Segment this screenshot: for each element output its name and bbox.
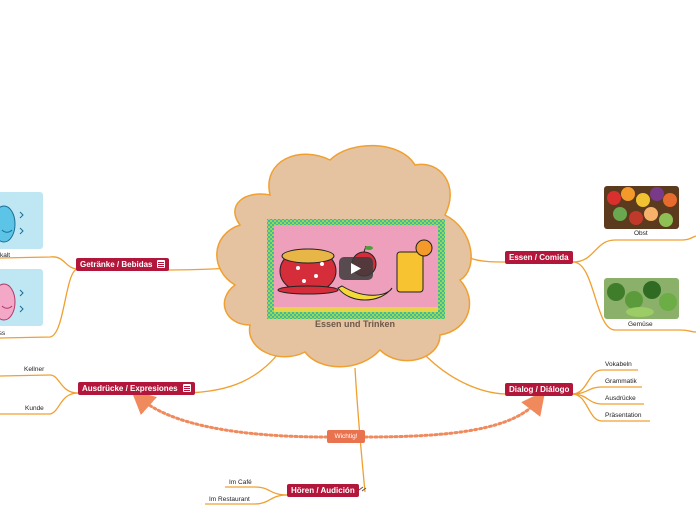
connector-essen bbox=[469, 257, 506, 263]
subtopic-im-restaurant[interactable]: Im Restaurant bbox=[209, 496, 250, 503]
notes-icon[interactable] bbox=[182, 384, 191, 392]
subtopic-vokabeln[interactable]: Vokabeln bbox=[605, 361, 632, 368]
topic-getraenke-label: Getränke / Bebidas bbox=[80, 260, 153, 269]
subtopic-im-cafe[interactable]: Im Café bbox=[229, 479, 252, 486]
branch-connectors bbox=[0, 235, 696, 505]
subtopic-kalt[interactable]: kalt bbox=[0, 252, 11, 259]
play-icon bbox=[351, 263, 361, 274]
central-topic-title[interactable]: Essen und Trinken bbox=[314, 319, 396, 329]
subtopic-grammatik[interactable]: Grammatik bbox=[605, 378, 637, 385]
topic-dialog[interactable]: Dialog / Diálogo bbox=[505, 383, 574, 396]
topic-hoeren[interactable]: Hören / Audición bbox=[287, 484, 359, 497]
image-kalt[interactable] bbox=[0, 192, 43, 249]
topic-hoeren-label: Hören / Audición bbox=[291, 486, 355, 495]
image-heiss[interactable] bbox=[0, 269, 43, 326]
subtopic-obst[interactable]: Obst bbox=[634, 230, 648, 237]
subtopic-kunde[interactable]: Kunde bbox=[25, 405, 44, 412]
subtopic-praesentation[interactable]: Präsentation bbox=[605, 412, 642, 419]
relationship-line-left bbox=[131, 389, 329, 439]
topic-ausdruecke-label: Ausdrücke / Expresiones bbox=[82, 384, 178, 393]
topic-getraenke[interactable]: Getränke / Bebidas bbox=[76, 258, 170, 271]
central-video-thumbnail[interactable] bbox=[267, 219, 445, 319]
link-icon[interactable] bbox=[358, 486, 367, 492]
relationship-line-right bbox=[363, 390, 546, 439]
topic-dialog-label: Dialog / Diálogo bbox=[509, 385, 570, 394]
topic-ausdruecke[interactable]: Ausdrücke / Expresiones bbox=[78, 382, 195, 395]
topic-essen[interactable]: Essen / Comida bbox=[505, 251, 573, 264]
subtopic-kellner[interactable]: Kellner bbox=[24, 366, 45, 373]
notes-icon[interactable] bbox=[157, 260, 166, 268]
subtopic-gemuese[interactable]: Gemüse bbox=[628, 321, 653, 328]
image-obst[interactable] bbox=[604, 186, 679, 229]
topic-essen-label: Essen / Comida bbox=[509, 253, 569, 262]
relationship-label[interactable]: Wichtig! bbox=[327, 430, 365, 443]
subtopic-heiss[interactable]: heiss bbox=[0, 330, 6, 337]
subtopic-ausdruecke[interactable]: Ausdrücke bbox=[605, 395, 636, 402]
image-gemuese[interactable] bbox=[604, 278, 679, 319]
connector-dialog bbox=[424, 354, 506, 395]
